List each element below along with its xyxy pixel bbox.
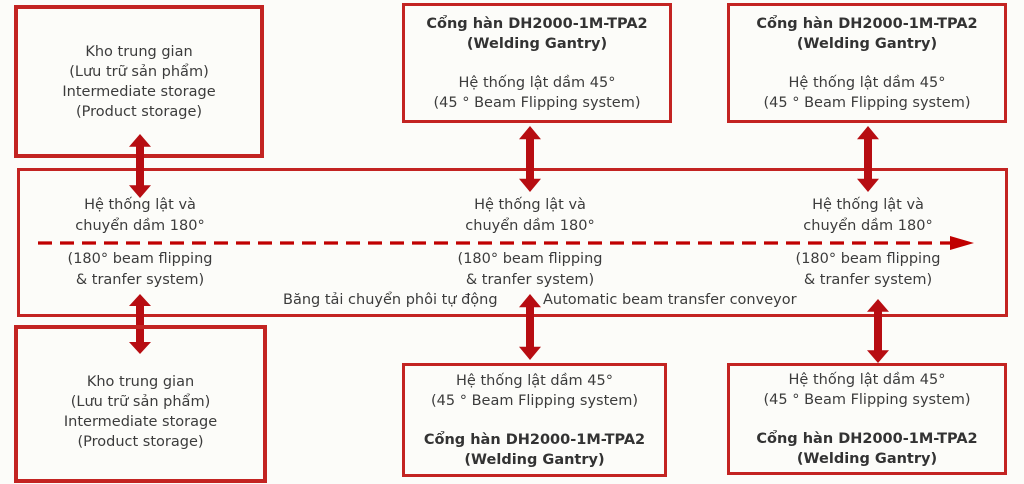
box-title-line: Cổng hàn DH2000-1M-TPA2 <box>756 430 978 447</box>
conveyor-caption-vi: Băng tải chuyển phôi tự động <box>283 292 498 308</box>
double-arrow-icon-top-right <box>857 126 879 192</box>
box-text-line: (Product storage) <box>75 103 203 120</box>
double-arrow-icon-top-left <box>129 134 151 198</box>
conveyor-caption-en: Automatic beam transfer conveyor <box>543 292 797 308</box>
welding-gantry-box-top-right: Cổng hàn DH2000-1M-TPA2 (Welding Gantry)… <box>727 3 1007 123</box>
band-text-line: (180° beam flipping <box>795 251 941 267</box>
box-text-line: (Lưu trữ sản phẩm) <box>69 63 209 80</box>
band-text-line: Hệ thống lật và <box>812 197 924 213</box>
flip180-label-vi-center: Hệ thống lật và chuyển dầm 180° <box>400 195 660 237</box>
box-text-line: Intermediate storage <box>62 83 216 100</box>
band-text-line: & tranfer system) <box>75 272 205 288</box>
box-text-line: (45 ° Beam Flipping system) <box>431 392 638 409</box>
band-text-line: chuyển dầm 180° <box>803 218 933 234</box>
band-text-line: Hệ thống lật và <box>474 197 586 213</box>
box-text-line: (Product storage) <box>77 434 204 450</box>
double-arrow-icon-bottom-left <box>129 294 151 354</box>
box-text-line: (45 ° Beam Flipping system) <box>763 391 971 408</box>
double-arrow-icon-top-center <box>519 126 541 192</box>
flip180-label-vi-left: Hệ thống lật và chuyển dầm 180° <box>10 195 270 237</box>
box-text-line: Kho trung gian <box>86 374 195 390</box>
flip180-label-en-left: (180° beam flipping & tranfer system) <box>10 249 270 291</box>
transfer-conveyor-band <box>17 168 1008 317</box>
double-arrow-icon-bottom-center <box>519 294 541 360</box>
double-arrow-icon-bottom-right <box>867 299 889 363</box>
box-title-line: Cổng hàn DH2000-1M-TPA2 <box>426 15 648 32</box>
band-text-line: & tranfer system) <box>465 272 595 288</box>
flip180-label-en-right: (180° beam flipping & tranfer system) <box>738 249 998 291</box>
box-text-line: Kho trung gian <box>85 43 193 60</box>
box-text-line: Hệ thống lật dầm 45° <box>788 371 946 388</box>
welding-gantry-box-bottom-center: Hệ thống lật dầm 45° (45 ° Beam Flipping… <box>402 363 667 477</box>
box-text-line: Hệ thống lật dầm 45° <box>456 372 613 389</box>
band-text-line: & tranfer system) <box>803 272 933 288</box>
flip180-label-en-center: (180° beam flipping & tranfer system) <box>400 249 660 291</box>
box-text-line: (45 ° Beam Flipping system) <box>433 94 641 111</box>
box-title-line: Cổng hàn DH2000-1M-TPA2 <box>423 431 646 448</box>
conveyor-flow-dashed-arrow-icon <box>38 236 974 250</box>
box-title-line: (Welding Gantry) <box>466 35 608 52</box>
box-title-line: Cổng hàn DH2000-1M-TPA2 <box>756 15 978 32</box>
box-title-line: (Welding Gantry) <box>796 450 938 467</box>
band-text-line: Hệ thống lật và <box>84 197 196 213</box>
band-text-line: (180° beam flipping <box>67 251 213 267</box>
box-title-line: (Welding Gantry) <box>464 451 605 468</box>
band-text-line: chuyển dầm 180° <box>465 218 595 234</box>
box-text-line: Intermediate storage <box>63 414 218 430</box>
box-text-line: (Lưu trữ sản phẩm) <box>70 394 211 410</box>
box-text-line: Hệ thống lật dầm 45° <box>788 74 946 91</box>
intermediate-storage-box-bottom-left: Kho trung gian (Lưu trữ sản phẩm) Interm… <box>14 325 267 483</box>
box-text-line: (45 ° Beam Flipping system) <box>763 94 971 111</box>
band-text-line: chuyển dầm 180° <box>75 218 205 234</box>
welding-gantry-box-top-center: Cổng hàn DH2000-1M-TPA2 (Welding Gantry)… <box>402 3 672 123</box>
flip180-label-vi-right: Hệ thống lật và chuyển dầm 180° <box>738 195 998 237</box>
welding-gantry-box-bottom-right: Hệ thống lật dầm 45° (45 ° Beam Flipping… <box>727 363 1007 475</box>
box-title-line: (Welding Gantry) <box>796 35 938 52</box>
box-text-line: Hệ thống lật dầm 45° <box>458 74 616 91</box>
band-text-line: (180° beam flipping <box>457 251 603 267</box>
